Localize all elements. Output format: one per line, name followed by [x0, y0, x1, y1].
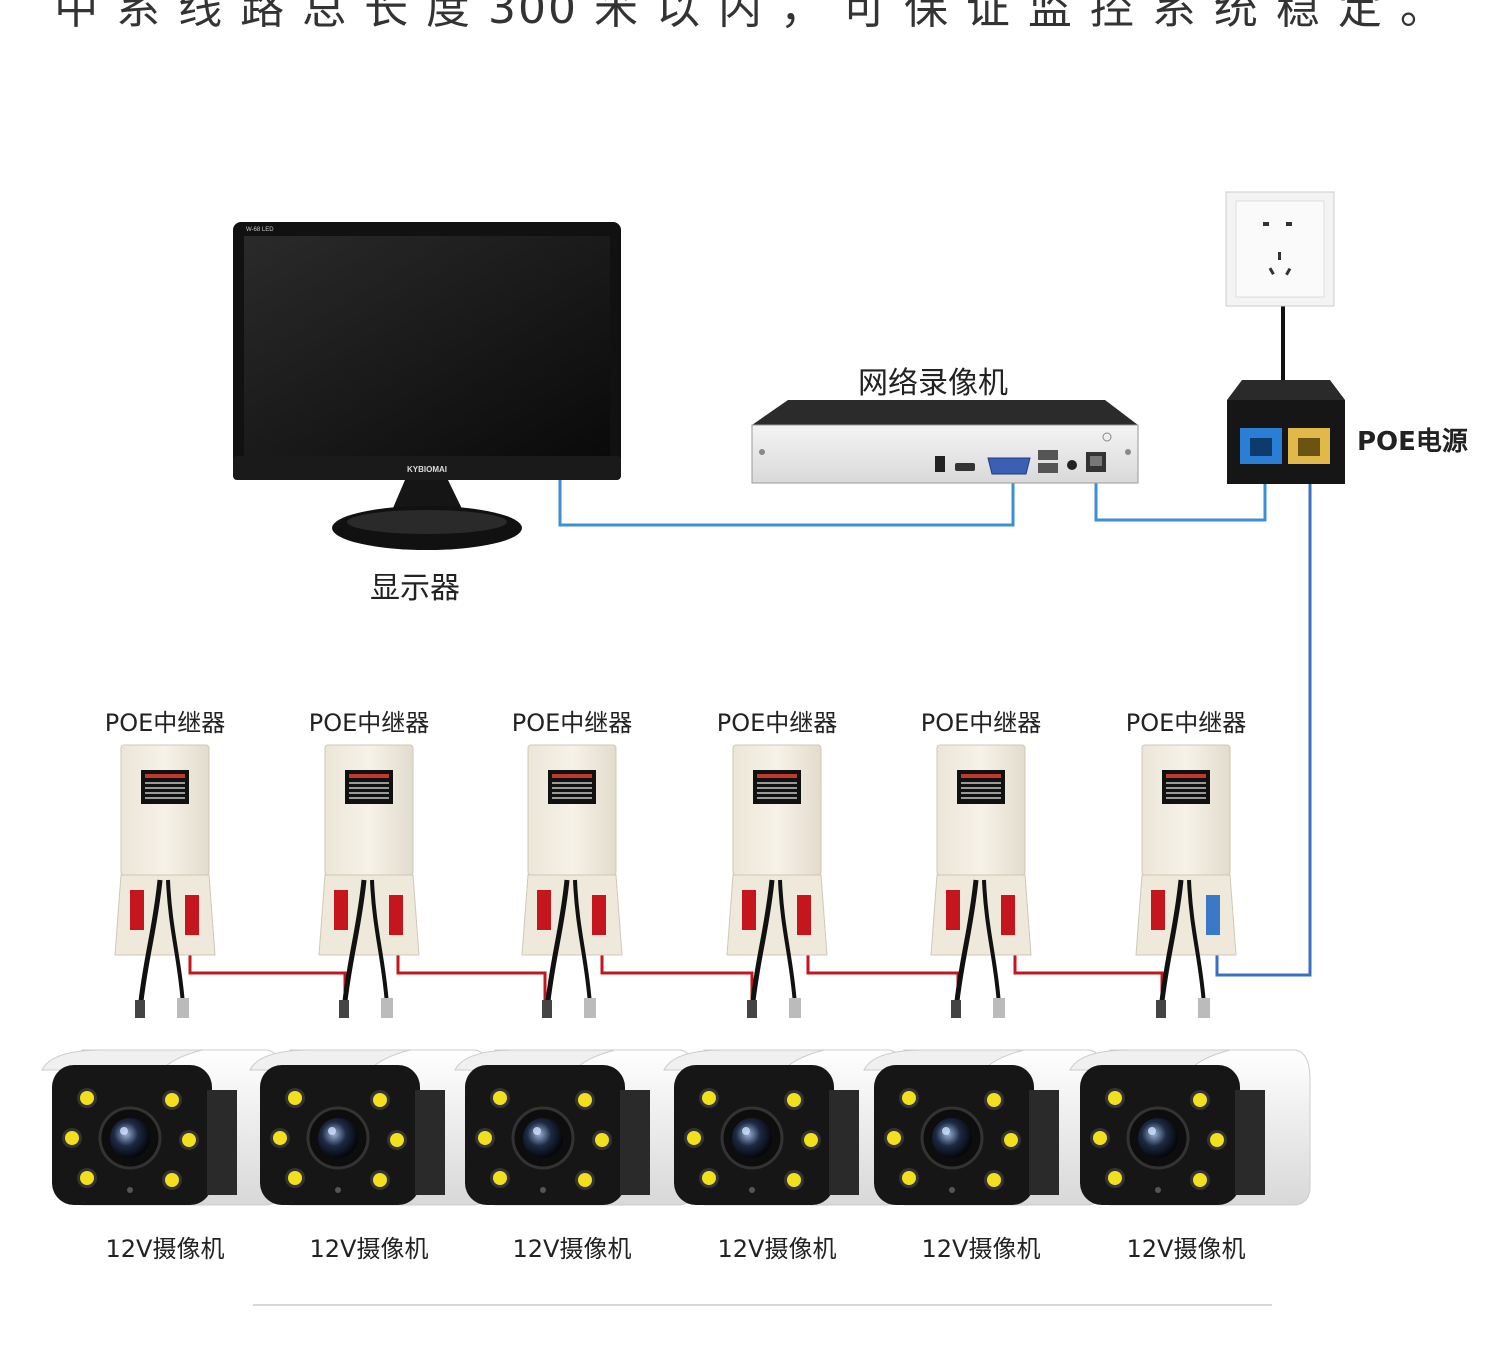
- repeater-label-3: POE中继器: [511, 709, 633, 737]
- nvr: [751, 400, 1139, 484]
- repeaters-group: [114, 744, 1237, 1018]
- camera-label-6: 12V摄像机: [1126, 1235, 1246, 1263]
- repeater-3: [521, 744, 623, 1018]
- repeater-6: [1135, 744, 1237, 1018]
- nvr-label: 网络录像机: [858, 366, 1008, 401]
- monitor: W-68 LED KYBIOMAI: [233, 222, 621, 550]
- repeater-4: [726, 744, 828, 1018]
- poe-power-label: POE电源: [1357, 427, 1468, 457]
- blue-cables: [558, 455, 1312, 977]
- wall-socket: [1225, 191, 1335, 307]
- repeater-label-6: POE中继器: [1125, 709, 1247, 737]
- repeater-1: [114, 744, 216, 1018]
- cable-nvr-poe: [1094, 455, 1267, 522]
- repeater-label-5: POE中继器: [920, 709, 1042, 737]
- camera-3: [454, 1049, 696, 1206]
- monitor-model: W-68 LED: [246, 227, 274, 233]
- monitor-brand: KYBIOMAI: [407, 465, 447, 474]
- camera-5: [863, 1049, 1105, 1206]
- camera-label-1: 12V摄像机: [105, 1235, 225, 1263]
- repeater-2: [318, 744, 420, 1018]
- camera-label-5: 12V摄像机: [921, 1235, 1041, 1263]
- top-caption: 中 系 线 路 总 长 度 300 米 以 内 ， 可 保 证 监 控 系 统 …: [54, 0, 1446, 34]
- camera-1: [41, 1049, 283, 1206]
- camera-label-4: 12V摄像机: [717, 1235, 837, 1263]
- cable-monitor-nvr: [558, 470, 1015, 527]
- cameras-group: [41, 1049, 1311, 1206]
- camera-6: [1069, 1049, 1311, 1206]
- poe-power-box: [1227, 380, 1345, 484]
- camera-4: [663, 1049, 905, 1206]
- monitor-label: 显示器: [370, 571, 460, 606]
- camera-label-3: 12V摄像机: [512, 1235, 632, 1263]
- repeater-label-2: POE中继器: [308, 709, 430, 737]
- camera-2: [249, 1049, 491, 1206]
- repeater-label-4: POE中继器: [716, 709, 838, 737]
- cable-poe-repeater: [1215, 455, 1312, 977]
- repeater-label-1: POE中继器: [104, 709, 226, 737]
- repeater-5: [930, 744, 1032, 1018]
- camera-label-2: 12V摄像机: [309, 1235, 429, 1263]
